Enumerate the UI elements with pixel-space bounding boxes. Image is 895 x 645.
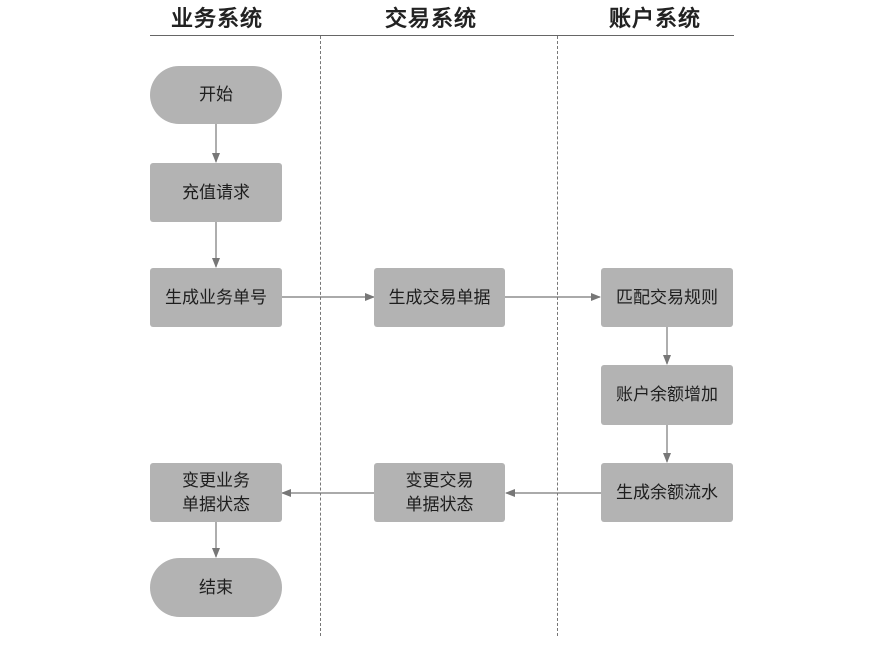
lane-title-trade: 交易系统: [384, 7, 477, 32]
end-node: 结束: [150, 558, 282, 617]
lane-title-account: 账户系统: [608, 7, 701, 32]
header-rule: [150, 35, 734, 36]
lane-divider-2: [557, 36, 558, 636]
generate-trade-document-node: 生成交易单据: [374, 268, 505, 327]
change-trade-status-node: 变更交易 单据状态: [374, 463, 505, 522]
account-balance-increase-node: 账户余额增加: [601, 365, 733, 425]
recharge-request-node: 充值请求: [150, 163, 282, 222]
generate-business-number-node: 生成业务单号: [150, 268, 282, 327]
lane-title-business: 业务系统: [170, 7, 263, 32]
lane-divider-1: [320, 36, 321, 636]
generate-balance-flow-node: 生成余额流水: [601, 463, 733, 522]
start-node: 开始: [150, 66, 282, 124]
match-trade-rule-node: 匹配交易规则: [601, 268, 733, 327]
change-business-status-node: 变更业务 单据状态: [150, 463, 282, 522]
